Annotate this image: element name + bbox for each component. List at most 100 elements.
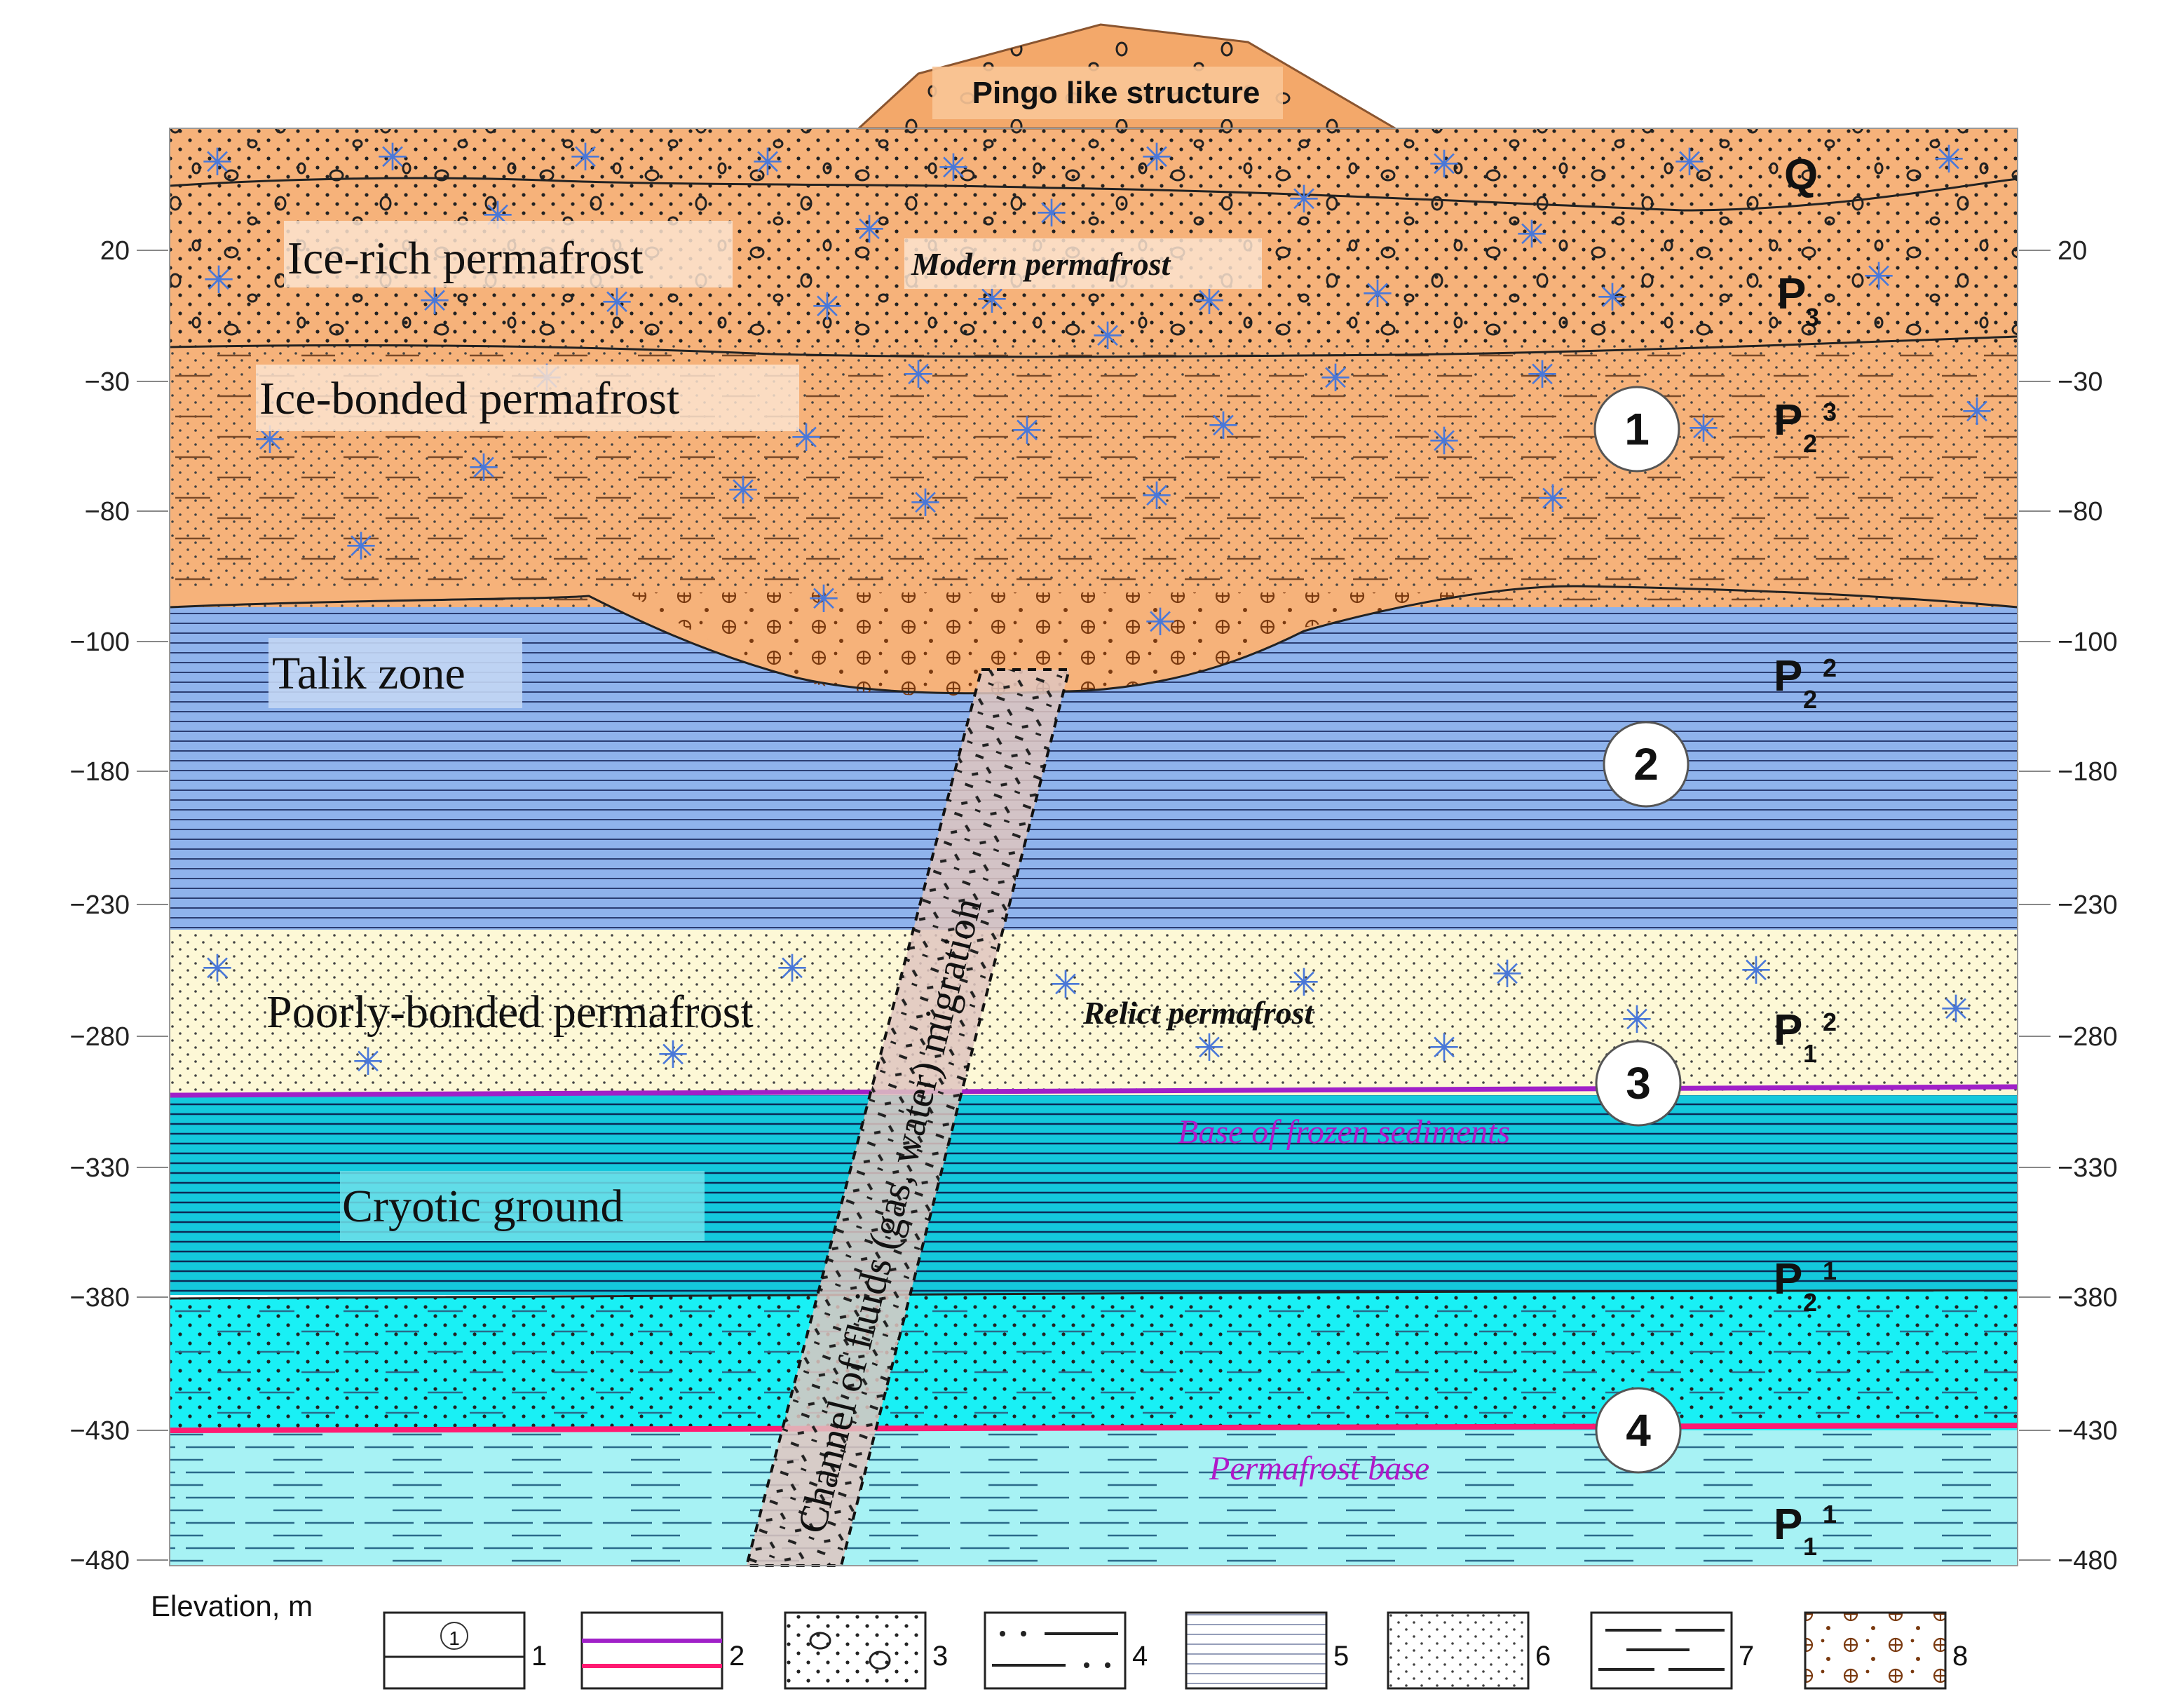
legend-swatch-6: 6 — [1387, 1611, 1551, 1690]
tick-label-left: −380 — [69, 1283, 130, 1313]
svg-text:2: 2 — [1633, 739, 1659, 789]
svg-text:2: 2 — [1823, 1008, 1837, 1036]
tick-label-left: 20 — [100, 236, 130, 266]
ice-star-icon: ✳ — [1933, 137, 1964, 182]
ice-star-icon: ✳ — [1526, 353, 1558, 397]
strat-index-p1-1: P 1 1 — [1774, 1500, 1837, 1561]
ice-star-icon: ✳ — [1193, 1026, 1225, 1070]
ice-star-icon: ✳ — [1428, 1026, 1460, 1070]
svg-text:P: P — [1774, 1255, 1802, 1303]
svg-text:4: 4 — [1626, 1405, 1651, 1456]
ice-star-icon: ✳ — [468, 446, 499, 490]
ice-star-icon: ✳ — [1035, 191, 1067, 236]
svg-text:1: 1 — [1803, 1532, 1817, 1561]
strat-index-p2-3: P 3 2 — [1774, 396, 1837, 458]
legend-swatch-1: 1 1 — [383, 1611, 547, 1690]
boundary-p3 — [169, 335, 2018, 358]
ice-star-icon: ✳ — [1288, 177, 1319, 222]
tick-label-left: −100 — [69, 628, 130, 657]
ice-star-icon: ✳ — [1428, 419, 1460, 463]
ice-star-icon: ✳ — [937, 146, 969, 190]
svg-text:2: 2 — [1803, 685, 1817, 714]
ice-star-icon: ✳ — [1596, 276, 1628, 320]
circled-number-3: 3 — [1595, 1040, 1682, 1127]
base-of-frozen-sediments-line — [169, 1084, 2018, 1098]
legend-swatch-8: 8 — [1804, 1611, 1968, 1690]
tick-label-right: −230 — [2058, 890, 2118, 920]
ice-star-icon: ✳ — [376, 135, 408, 179]
ice-star-icon: ✳ — [902, 353, 934, 397]
ice-star-icon: ✳ — [201, 947, 233, 991]
svg-text:1: 1 — [1803, 1039, 1817, 1068]
ice-star-icon: ✳ — [853, 208, 885, 252]
svg-text:2: 2 — [1803, 1288, 1817, 1317]
ice-star-icon: ✳ — [1141, 474, 1172, 518]
ice-bonded-permafrost-label: Ice-bonded permafrost — [259, 373, 679, 424]
boundary-q — [169, 177, 2018, 212]
layer-unfrozen-base — [170, 1430, 2018, 1566]
fluid-migration-channel — [745, 668, 1071, 1567]
ice-star-icon: ✳ — [1288, 961, 1319, 1005]
legend-num-6: 6 — [1535, 1641, 1551, 1672]
svg-text:P: P — [1774, 1500, 1802, 1549]
svg-text:1: 1 — [1823, 1500, 1837, 1529]
layer-poorly-bonded-permafrost — [170, 930, 2018, 1095]
ice-star-icon: ✳ — [1361, 272, 1393, 316]
tick-label-right: 20 — [2058, 236, 2087, 266]
svg-text:1: 1 — [449, 1627, 460, 1649]
layer-ice-bonded-permafrost — [170, 344, 2018, 611]
ice-star-icon: ✳ — [1740, 949, 1772, 993]
tick-label-right: −80 — [2058, 497, 2102, 527]
ice-star-icon: ✳ — [1863, 255, 1894, 299]
svg-text:P: P — [1774, 396, 1802, 445]
svg-text:P: P — [1774, 652, 1802, 700]
modern-permafrost-label: Modern permafrost — [911, 246, 1171, 282]
boundary-talik-top — [169, 585, 2018, 695]
ice-star-icon: ✳ — [752, 140, 783, 184]
talik-bowl-deposits — [170, 585, 2018, 697]
tick-label-right: −100 — [2058, 628, 2118, 657]
ice-star-icon: ✳ — [1687, 407, 1719, 451]
ice-star-icon: ✳ — [1621, 998, 1652, 1042]
ice-star-icon: ✳ — [1049, 963, 1081, 1007]
ice-star-icon: ✳ — [569, 135, 601, 179]
legend-swatch-5: 5 — [1185, 1611, 1349, 1690]
ice-star-icon: ✳ — [1961, 390, 1992, 434]
ice-star-icon: ✳ — [1011, 409, 1042, 453]
relict-permafrost-label: Relict permafrost — [1082, 995, 1314, 1031]
strat-index-p3: P 3 — [1777, 270, 1819, 332]
svg-text:2: 2 — [1823, 653, 1837, 682]
pingo-label: Pingo like structure — [972, 76, 1260, 110]
tick-label-left: −230 — [69, 890, 130, 920]
legend-swatch-2: 2 — [580, 1611, 745, 1690]
ice-star-icon: ✳ — [1428, 142, 1460, 187]
svg-text:3: 3 — [1823, 398, 1837, 426]
ice-star-icon: ✳ — [811, 285, 843, 329]
tick-label-left: −480 — [69, 1546, 130, 1575]
legend-swatch-3: 3 — [784, 1611, 948, 1690]
tick-label-right: −30 — [2058, 367, 2102, 397]
tick-label-right: −280 — [2058, 1022, 2118, 1052]
legend-swatch-4: 4 — [984, 1611, 1148, 1690]
ice-star-icon: ✳ — [1141, 135, 1172, 179]
legend-num-5: 5 — [1333, 1641, 1349, 1672]
elevation-axis-label: Elevation, m — [151, 1590, 313, 1622]
svg-text:1: 1 — [1823, 1256, 1837, 1285]
tick-label-right: −480 — [2058, 1546, 2118, 1575]
ice-star-icon: ✳ — [352, 1040, 383, 1084]
circled-number-4: 4 — [1595, 1387, 1682, 1474]
circled-number-2: 2 — [1603, 721, 1690, 808]
ice-star-icon: ✳ — [1207, 404, 1239, 448]
strat-index-p1-2: P 1 2 — [1774, 1255, 1837, 1317]
legend-num-1: 1 — [531, 1641, 547, 1672]
ice-star-icon: ✳ — [201, 140, 233, 184]
tick-label-left: −30 — [85, 367, 130, 397]
legend-num-3: 3 — [932, 1641, 948, 1672]
svg-text:P: P — [1774, 1006, 1802, 1055]
svg-text:3: 3 — [1626, 1058, 1651, 1109]
ice-star-icon: ✳ — [601, 280, 632, 325]
tick-label-right: −430 — [2058, 1416, 2118, 1446]
tick-label-left: −430 — [69, 1416, 130, 1446]
